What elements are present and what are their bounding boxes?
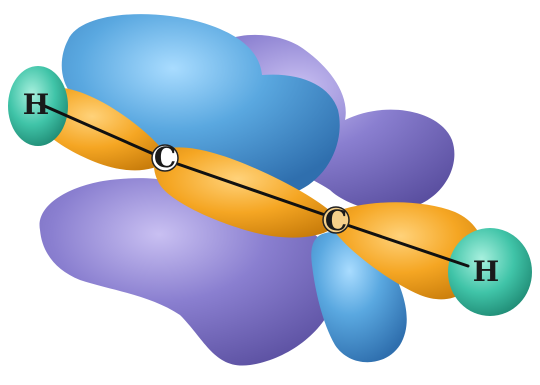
atom-label-c-right: C [325, 204, 347, 237]
atom-label-h-right: H [473, 255, 499, 288]
atom-label-h-left: H [23, 88, 49, 121]
atom-label-c-left: C [154, 141, 176, 174]
